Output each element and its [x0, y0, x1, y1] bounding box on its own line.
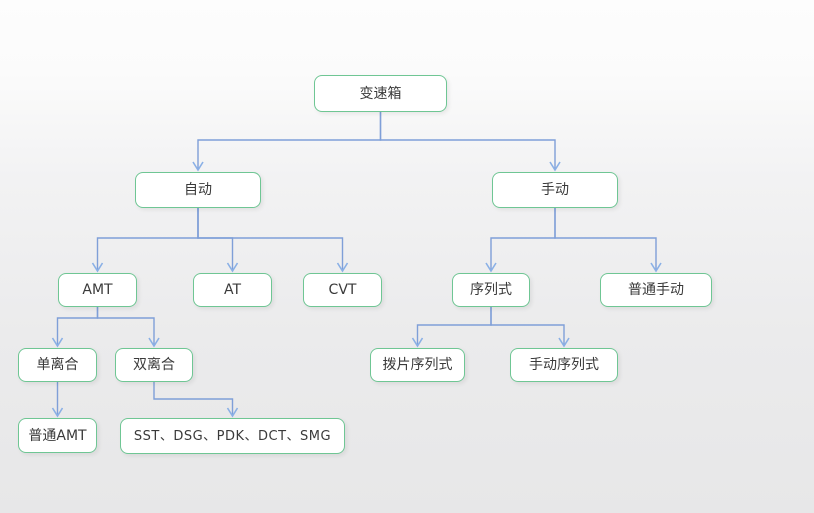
tree-node-paddle-sequential[interactable]: 拨片序列式 [370, 348, 465, 382]
node-label-dct-group: SST、DSG、PDK、DCT、SMG [133, 428, 332, 444]
tree-node-manual[interactable]: 手动 [492, 172, 618, 208]
node-label-at: AT [223, 282, 242, 298]
edge-root-to-manual [379, 112, 561, 172]
node-label-automatic: 自动 [184, 182, 212, 198]
node-label-amt: AMT [82, 282, 113, 298]
edge-automatic-to-at [197, 208, 239, 273]
edge-amt-to-dual-clutch [96, 307, 160, 348]
edge-dual-clutch-to-dct-group [153, 382, 239, 418]
tree-node-normal-amt[interactable]: 普通AMT [18, 418, 97, 453]
tree-node-automatic[interactable]: 自动 [135, 172, 261, 208]
node-label-manual-sequential: 手动序列式 [529, 357, 599, 373]
edge-automatic-to-cvt [197, 208, 349, 273]
node-label-normal-amt: 普通AMT [28, 427, 87, 444]
tree-node-dual-clutch[interactable]: 双离合 [115, 348, 193, 382]
node-label-dual-clutch: 双离合 [133, 357, 175, 373]
tree-node-single-clutch[interactable]: 单离合 [18, 348, 97, 382]
node-label-normal-manual: 普通手动 [628, 282, 684, 298]
tree-node-manual-sequential[interactable]: 手动序列式 [510, 348, 618, 382]
tree-node-cvt[interactable]: CVT [303, 273, 382, 307]
edge-sequential-to-paddle-sequential [411, 307, 492, 348]
tree-node-normal-manual[interactable]: 普通手动 [600, 273, 712, 307]
tree-node-sequential[interactable]: 序列式 [452, 273, 530, 307]
node-label-paddle-sequential: 拨片序列式 [382, 357, 453, 373]
tree-node-at[interactable]: AT [193, 273, 272, 307]
edge-amt-to-single-clutch [51, 307, 99, 348]
edge-sequential-to-manual-sequential [490, 307, 570, 348]
node-label-cvt: CVT [328, 282, 357, 298]
node-label-single-clutch: 单离合 [36, 357, 79, 373]
node-label-manual: 手动 [541, 182, 569, 198]
edge-manual-to-sequential [485, 208, 556, 273]
tree-node-root[interactable]: 变速箱 [314, 75, 447, 112]
edge-automatic-to-amt [91, 208, 199, 273]
node-label-sequential: 序列式 [470, 282, 512, 298]
tree-node-amt[interactable]: AMT [58, 273, 137, 307]
tree-node-dct-group[interactable]: SST、DSG、PDK、DCT、SMG [120, 418, 345, 454]
edge-root-to-automatic [192, 112, 382, 172]
edge-manual-to-normal-manual [554, 208, 662, 273]
node-label-root: 变速箱 [359, 85, 402, 102]
